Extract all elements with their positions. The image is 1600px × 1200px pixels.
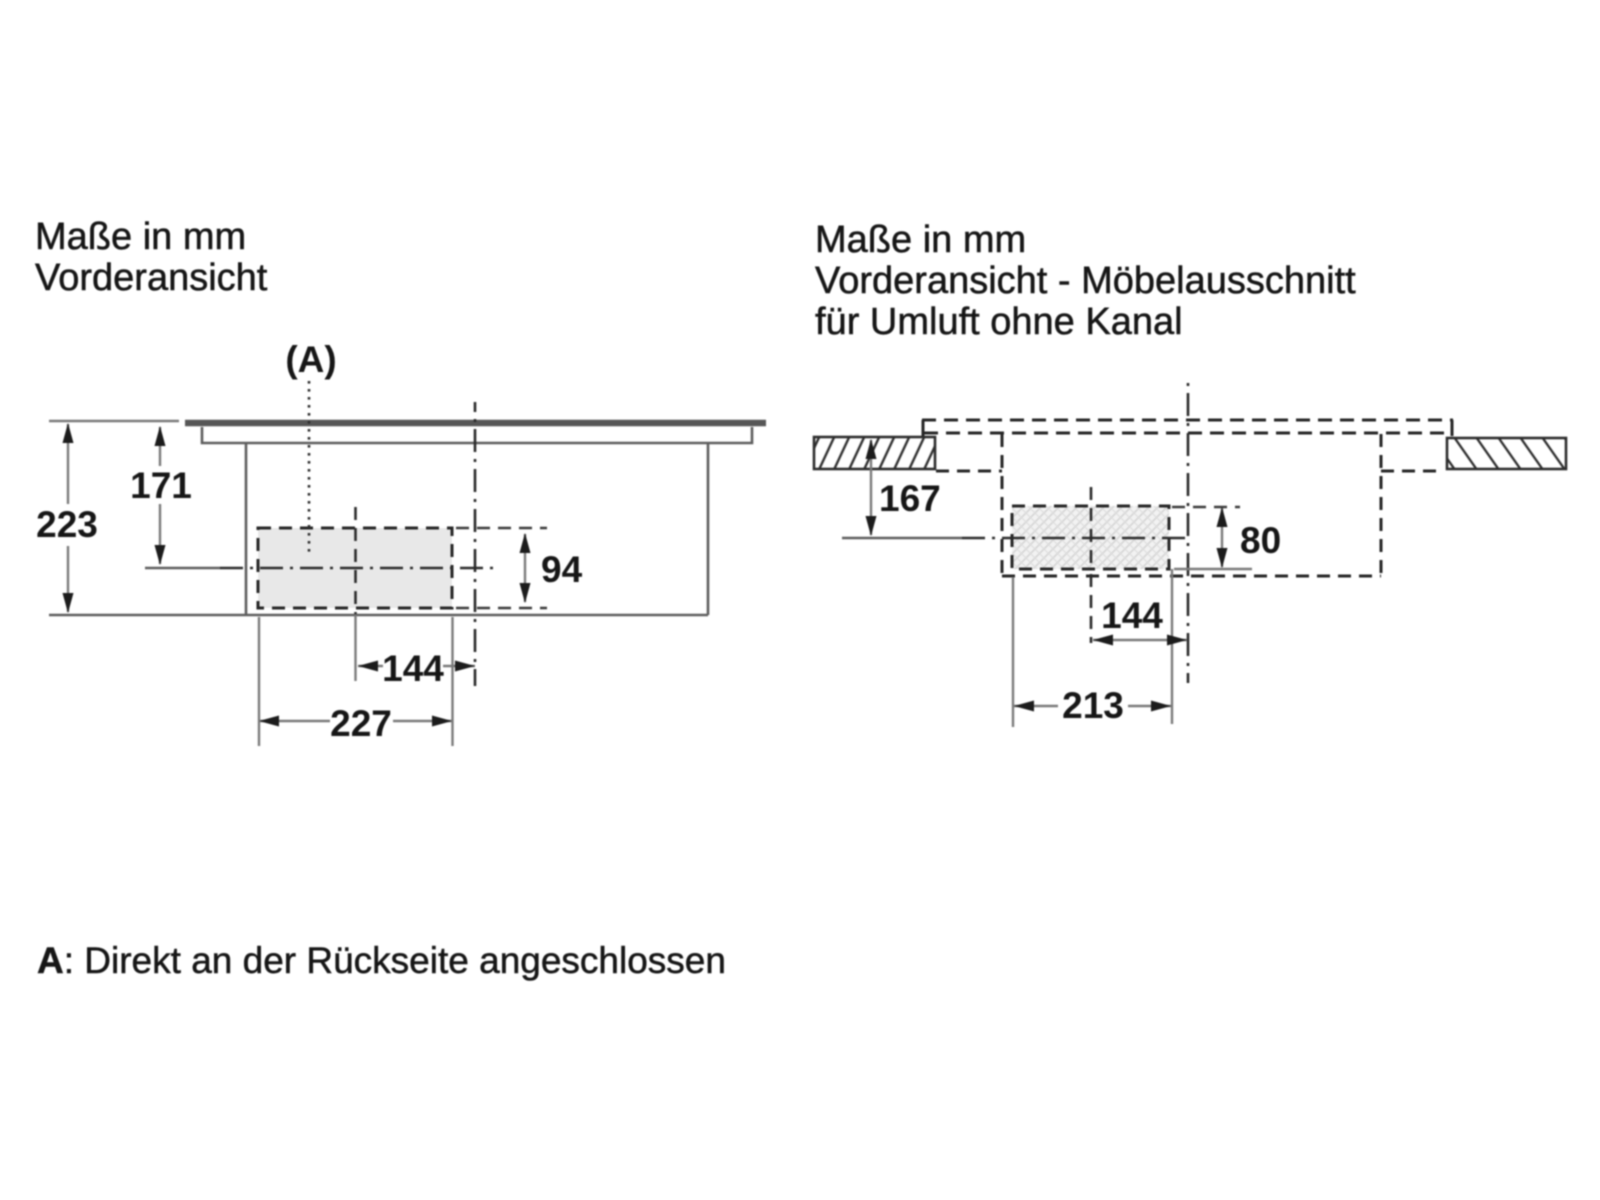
svg-text:(A): (A) [285, 339, 336, 380]
svg-text:Maße in mm: Maße in mm [815, 219, 1026, 261]
svg-text:Vorderansicht - Möbelausschnit: Vorderansicht - Möbelausschnitt [815, 260, 1356, 302]
svg-text:227: 227 [330, 703, 392, 744]
svg-text:94: 94 [541, 549, 583, 590]
svg-text:Vorderansicht: Vorderansicht [35, 257, 268, 299]
svg-text:A: Direkt an der Rückseite ang: A: Direkt an der Rückseite angeschlossen [37, 940, 726, 981]
svg-text:Maße in mm: Maße in mm [35, 216, 246, 258]
svg-text:167: 167 [879, 478, 941, 519]
svg-text:171: 171 [130, 465, 192, 506]
svg-text:223: 223 [36, 504, 98, 545]
svg-text:für Umluft ohne Kanal: für Umluft ohne Kanal [815, 301, 1183, 343]
svg-text:213: 213 [1062, 685, 1124, 726]
svg-text:80: 80 [1240, 520, 1281, 561]
svg-text:144: 144 [1101, 595, 1163, 636]
svg-text:144: 144 [382, 648, 444, 689]
